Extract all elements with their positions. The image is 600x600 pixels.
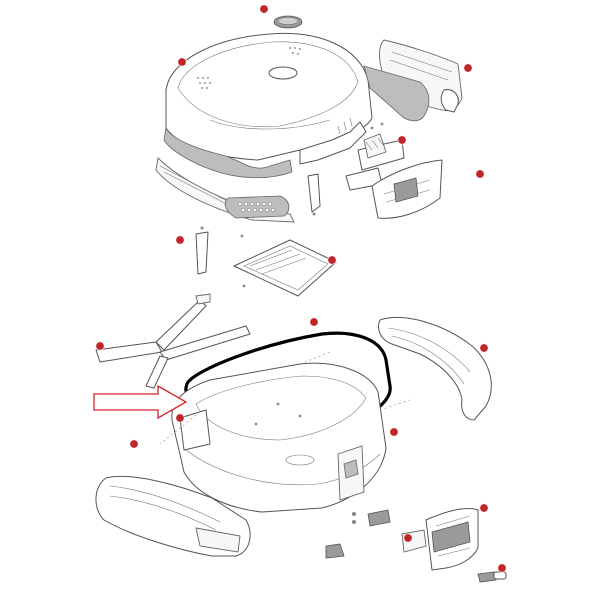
restraining-strap xyxy=(95,293,251,389)
callout-marker xyxy=(309,317,319,327)
callout-badge-8 xyxy=(463,63,473,73)
lid-assembly xyxy=(163,32,373,179)
lid-vent-dots xyxy=(197,47,301,89)
emblem-badge xyxy=(273,15,303,29)
callout-layer xyxy=(95,4,507,573)
callout-marker xyxy=(475,169,485,179)
base-shell xyxy=(171,362,387,513)
callout-badge-17 xyxy=(497,563,507,573)
inner-tray-panel xyxy=(233,234,337,297)
base-side-cover xyxy=(378,317,492,421)
callout-marker xyxy=(259,4,269,14)
red-pointer-arrow xyxy=(93,384,188,420)
callout-marker xyxy=(497,563,507,573)
callout-badge-6 xyxy=(95,341,105,351)
lid-emblem-recess xyxy=(268,66,298,80)
callout-marker xyxy=(389,427,399,437)
callout-badge-4 xyxy=(397,135,407,145)
lock-housing xyxy=(352,507,479,571)
callout-badge-1 xyxy=(177,57,187,67)
callout-badge-10 xyxy=(175,235,185,245)
lid-side-cover xyxy=(363,39,463,122)
rubber-foot xyxy=(325,543,345,559)
callout-marker xyxy=(175,413,185,423)
callout-badge-11 xyxy=(327,255,337,265)
lid-side-reflector xyxy=(163,126,293,179)
callout-marker xyxy=(129,439,139,449)
callout-marker xyxy=(463,63,473,73)
callout-marker xyxy=(327,255,337,265)
hinge-arms xyxy=(195,173,321,275)
callout-badge-12 xyxy=(175,413,185,423)
lid-reflector-pad xyxy=(224,195,290,219)
key-set xyxy=(477,571,507,583)
callout-marker xyxy=(397,135,407,145)
callout-badge-5 xyxy=(475,169,485,179)
lid-rear-cover xyxy=(155,157,295,223)
callout-marker xyxy=(95,341,105,351)
callout-marker xyxy=(403,533,413,543)
callout-marker xyxy=(177,57,187,67)
callout-marker xyxy=(175,235,185,245)
callout-badge-3 xyxy=(479,503,489,513)
callout-badge-14 xyxy=(309,317,319,327)
callout-marker xyxy=(479,343,489,353)
rear-inner-cover xyxy=(371,159,443,219)
case-base xyxy=(159,351,411,513)
callout-badge-2 xyxy=(389,427,399,437)
base-front-cover xyxy=(95,475,251,557)
callout-badge-15 xyxy=(403,533,413,543)
callout-marker xyxy=(479,503,489,513)
callout-badge-13 xyxy=(479,343,489,353)
latch-hinge-plate xyxy=(345,122,405,191)
lid-top-contour xyxy=(177,41,359,127)
callout-badge-9 xyxy=(129,439,139,449)
callout-badge-7 xyxy=(259,4,269,14)
